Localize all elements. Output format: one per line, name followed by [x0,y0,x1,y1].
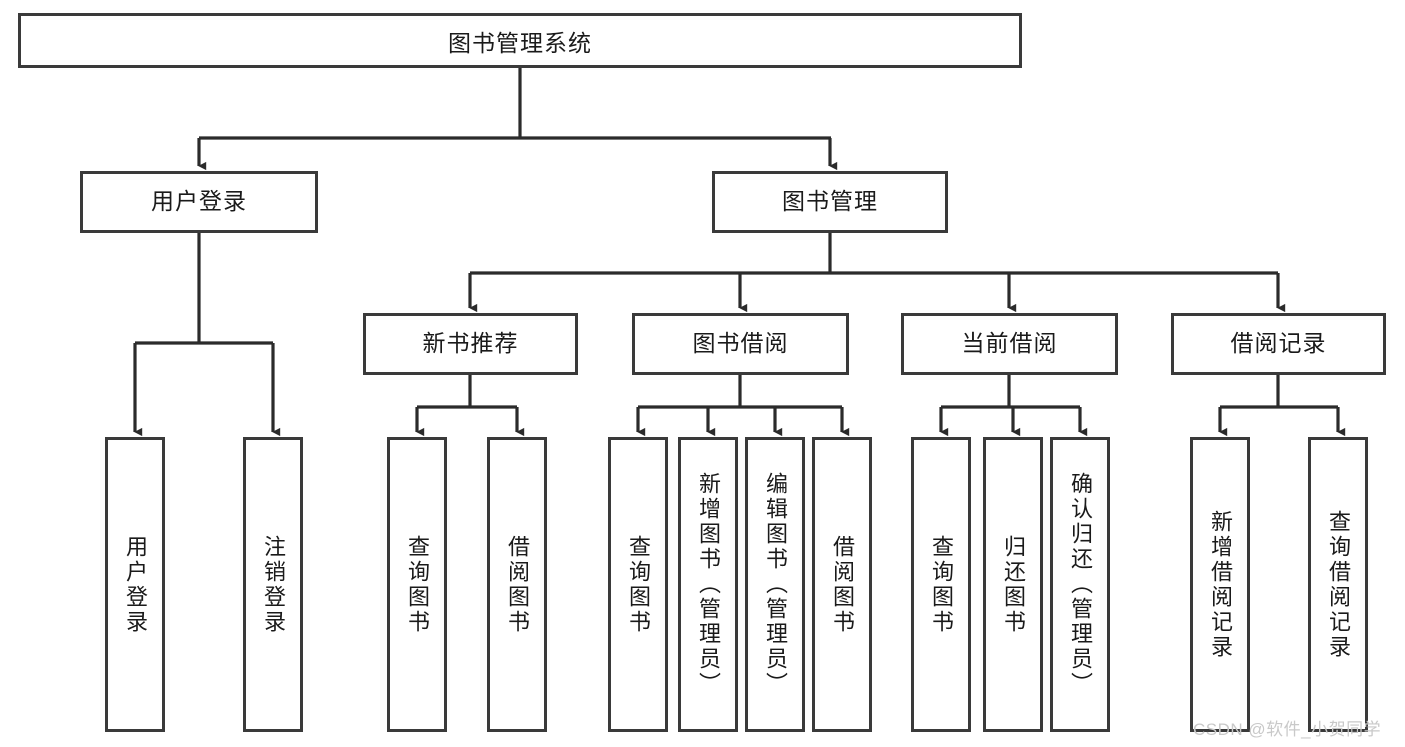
node-leaf-borrow-book-2-label: 借阅图书 [829,534,855,635]
node-current-borrow[interactable]: 当前借阅 [901,313,1118,375]
node-leaf-borrow-book-1-label: 借阅图书 [504,534,530,635]
node-leaf-query-book-1[interactable]: 查询图书 [387,437,447,732]
node-leaf-confirm-return[interactable]: 确认归还（管理员） [1050,437,1110,732]
node-leaf-query-record[interactable]: 查询借阅记录 [1308,437,1368,732]
node-leaf-borrow-book-2[interactable]: 借阅图书 [812,437,872,732]
node-book-borrow[interactable]: 图书借阅 [632,313,849,375]
node-leaf-query-book-2-label: 查询图书 [625,534,651,635]
node-leaf-user-login[interactable]: 用户登录 [105,437,165,732]
node-user-login[interactable]: 用户登录 [80,171,318,233]
node-leaf-user-login-label: 用户登录 [122,534,148,635]
node-leaf-add-book-label: 新增图书（管理员） [695,472,721,697]
node-leaf-edit-book-label: 编辑图书（管理员） [762,472,788,697]
node-borrow-record-label: 借阅记录 [1230,330,1327,357]
node-user-login-label: 用户登录 [151,188,247,215]
node-book-borrow-label: 图书借阅 [692,330,789,357]
node-new-book-rec-label: 新书推荐 [422,330,519,357]
node-leaf-return-book-label: 归还图书 [1000,534,1026,635]
node-borrow-record[interactable]: 借阅记录 [1171,313,1386,375]
node-leaf-edit-book[interactable]: 编辑图书（管理员） [745,437,805,732]
node-leaf-query-book-3-label: 查询图书 [928,534,954,635]
node-leaf-return-book[interactable]: 归还图书 [983,437,1043,732]
node-leaf-confirm-return-label: 确认归还（管理员） [1067,472,1093,697]
node-book-manage-label: 图书管理 [782,188,878,215]
node-book-manage[interactable]: 图书管理 [712,171,948,233]
node-leaf-query-book-1-label: 查询图书 [404,534,430,635]
node-new-book-rec[interactable]: 新书推荐 [363,313,578,375]
node-leaf-add-book[interactable]: 新增图书（管理员） [678,437,738,732]
watermark: CSDN @软件_小贺同学 [1193,720,1382,739]
node-leaf-query-record-label: 查询借阅记录 [1325,509,1351,660]
node-root[interactable]: 图书管理系统 [18,13,1022,68]
node-current-borrow-label: 当前借阅 [961,330,1058,357]
node-leaf-add-record-label: 新增借阅记录 [1207,509,1233,660]
node-leaf-query-book-2[interactable]: 查询图书 [608,437,668,732]
node-root-label: 图书管理系统 [448,29,592,56]
node-leaf-borrow-book-1[interactable]: 借阅图书 [487,437,547,732]
node-leaf-logout-label: 注销登录 [260,534,286,635]
node-leaf-query-book-3[interactable]: 查询图书 [911,437,971,732]
node-leaf-add-record[interactable]: 新增借阅记录 [1190,437,1250,732]
node-leaf-logout[interactable]: 注销登录 [243,437,303,732]
